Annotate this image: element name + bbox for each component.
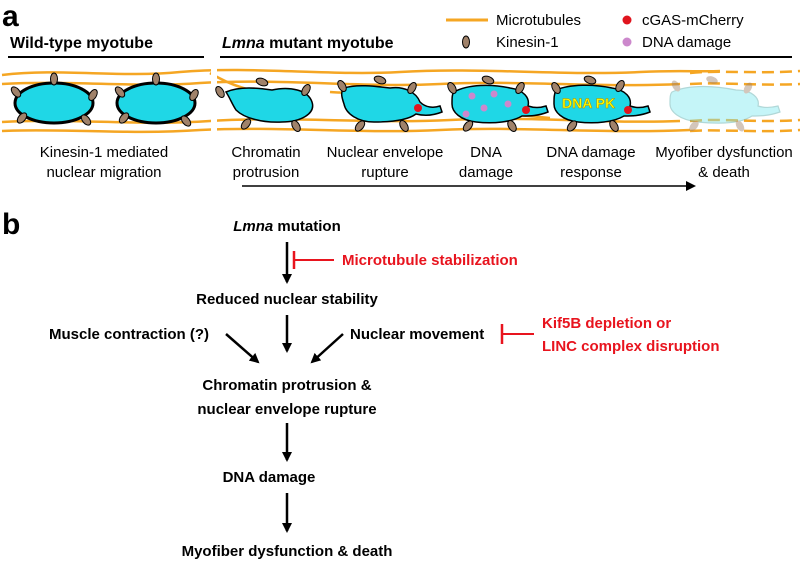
muscle-contraction: Muscle contraction (?)	[49, 326, 209, 343]
panel-b-letter: b	[2, 208, 20, 241]
caption-0-line2: nuclear migration	[46, 164, 161, 181]
mutant-header-rest: mutant myotube	[265, 35, 394, 52]
legend-kinesin-swatch	[462, 35, 470, 49]
caption-1-line2: protrusion	[233, 164, 300, 181]
panel-a-letter: a	[2, 0, 19, 33]
panel-a-captions: Kinesin-1 mediated nuclear migration Chr…	[40, 144, 793, 181]
arrow-movement	[310, 333, 344, 364]
lmna-mutation: Lmna mutation	[233, 218, 341, 235]
caption-2-line1: Nuclear envelope	[327, 144, 444, 161]
reduced-nuclear-stability: Reduced nuclear stability	[196, 291, 378, 308]
nucleus-chromatin-protrusion	[215, 77, 314, 132]
nucleus-envelope-rupture	[337, 75, 443, 132]
mutant-header-gene: Lmna	[222, 35, 265, 52]
caption-2-line2: rupture	[361, 164, 409, 181]
wildtype-header: Wild-type myotube	[10, 35, 153, 52]
caption-5-line2: & death	[698, 164, 750, 181]
arrow-contraction	[225, 333, 260, 364]
microtubule-stabilization: Microtubule stabilization	[342, 252, 518, 269]
chromatin-line1: Chromatin protrusion &	[202, 377, 371, 394]
caption-4-line2: response	[560, 164, 622, 181]
wildtype-nucleus-2	[114, 72, 199, 127]
caption-4-line1: DNA damage	[546, 144, 635, 161]
legend-microtubules: Microtubules	[496, 12, 581, 29]
dna-pk-label: DNA PK	[562, 95, 615, 111]
caption-0-line1: Kinesin-1 mediated	[40, 144, 168, 161]
mutant-header: Lmna mutant myotube	[222, 35, 394, 52]
faded-microtubules	[689, 69, 800, 133]
dna-damage: DNA damage	[223, 469, 316, 486]
panel-b: b Lmna mutation Microtubule stabilizatio…	[2, 208, 720, 560]
nucleus-dna-damage	[447, 75, 549, 132]
chromatin-line2: nuclear envelope rupture	[197, 401, 376, 418]
caption-5-line1: Myofiber dysfunction	[655, 144, 793, 161]
legend-cgas: cGAS-mCherry	[642, 12, 744, 29]
legend-kinesin: Kinesin-1	[496, 34, 559, 51]
legend: Microtubules Kinesin-1 cGAS-mCherry DNA …	[446, 12, 744, 51]
wildtype-nucleus-1	[10, 72, 98, 126]
nuclear-movement: Nuclear movement	[350, 326, 484, 343]
legend-dna-damage: DNA damage	[642, 34, 731, 51]
caption-3-line2: damage	[459, 164, 513, 181]
panel-a: a Wild-type myotube Lmna mutant myotube …	[1, 0, 800, 191]
caption-3-line1: DNA	[470, 144, 502, 161]
lmna-rest: mutation	[273, 218, 341, 235]
kif5b-line1: Kif5B depletion or	[542, 315, 671, 332]
legend-dna-damage-swatch	[622, 37, 632, 47]
caption-1-line1: Chromatin	[231, 144, 300, 161]
nucleus-dna-damage-response: DNA PK	[551, 75, 651, 132]
kif5b-line2: LINC complex disruption	[542, 338, 720, 355]
myofiber-dysfunction: Myofiber dysfunction & death	[182, 543, 393, 560]
legend-cgas-swatch	[622, 15, 632, 25]
nucleus-faded-death	[669, 76, 781, 132]
lmna-gene: Lmna	[233, 218, 273, 235]
